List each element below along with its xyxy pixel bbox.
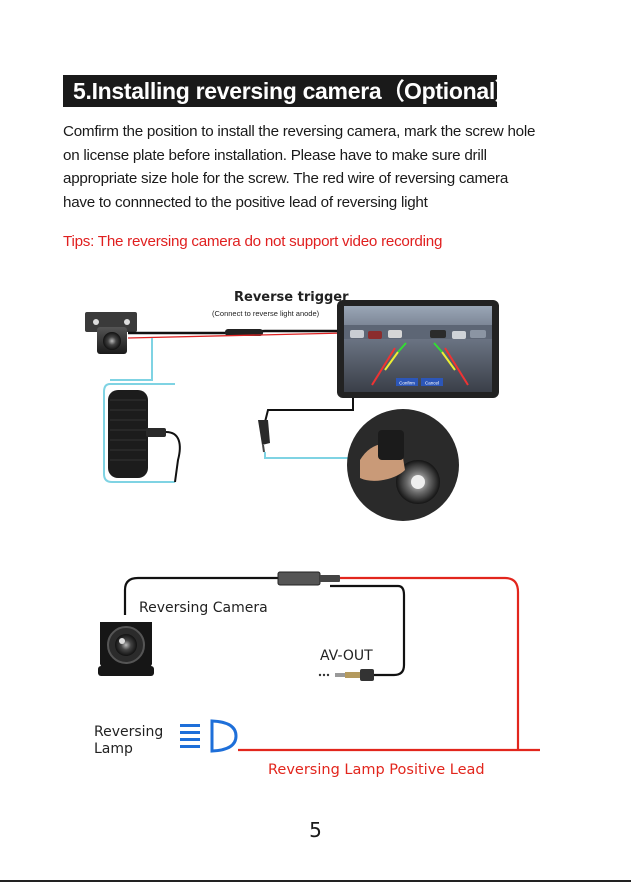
screen-confirm-label: Confirm xyxy=(399,381,415,386)
lamp-label-line2: Lamp xyxy=(94,741,133,757)
figure-1-wiring-photo: Confirm Cancel Reverse trigger (Connect … xyxy=(85,290,499,521)
figure-2-wiring-diagram: Reversing Camera AV-OUT Reversing Lamp R… xyxy=(94,571,540,778)
section-title: 5.Installing reversing camera（Optional） xyxy=(63,75,518,107)
paragraph-line: on license plate before installation. Pl… xyxy=(63,146,487,164)
paragraph-line: appropriate size hole for the screw. The… xyxy=(63,170,509,187)
footer-rule xyxy=(0,880,631,882)
monitor-photo-icon: Confirm Cancel xyxy=(337,300,499,398)
reverse-trigger-label: Reverse trigger xyxy=(234,290,349,305)
reverse-trigger-sublabel: (Connect to reverse light anode) xyxy=(212,309,320,318)
lamp-label-line1: Reversing xyxy=(94,724,163,740)
reversing-camera-icon xyxy=(98,622,154,676)
reversing-lamp-icon xyxy=(180,719,238,753)
page-number: 5 xyxy=(309,818,322,842)
screen-cancel-label: Cancel xyxy=(425,381,439,386)
camera-label: Reversing Camera xyxy=(139,600,268,616)
tips-note: Tips: The reversing camera do not suppor… xyxy=(63,233,443,250)
instruction-paragraph: Comfirm the position to install the reve… xyxy=(63,120,563,214)
camera-photo-icon xyxy=(85,312,137,354)
av-out-label: AV-OUT xyxy=(320,648,373,664)
cigarette-socket-icon xyxy=(347,409,459,521)
paragraph-line: have to connnected to the positive lead … xyxy=(63,193,428,211)
lead-label: Reversing Lamp Positive Lead xyxy=(268,762,485,778)
monitor-side-closeup-icon xyxy=(103,383,181,483)
paragraph-line: Comfirm the position to install the reve… xyxy=(63,123,536,140)
